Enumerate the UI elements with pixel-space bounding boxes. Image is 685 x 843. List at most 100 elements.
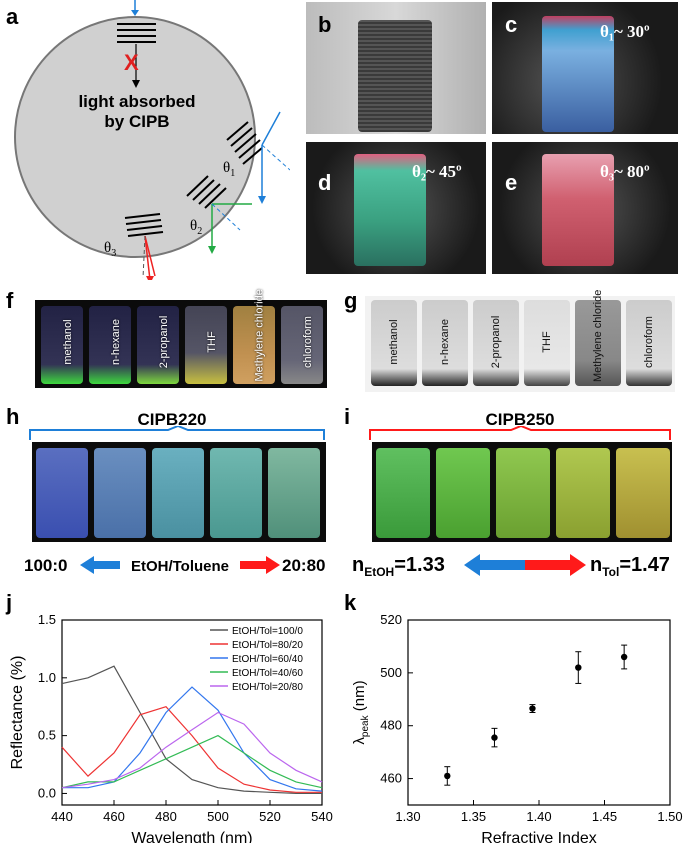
vial-f-2 (89, 306, 131, 384)
vial-f-5 (233, 306, 275, 384)
solvent-f-2: n-hexane (110, 319, 122, 365)
ratio-middle: EtOH/Toluene (130, 558, 230, 575)
angle-e: θ₃~ 80º (600, 162, 650, 181)
solvent-g-3: 2-propanol (490, 315, 502, 369)
x-tick-label-j: 460 (103, 809, 125, 824)
solvent-g-4: THF (541, 331, 553, 353)
panel-label-j: j (6, 590, 13, 615)
x-tick-label-k: 1.50 (657, 809, 682, 824)
vial-b (358, 20, 432, 132)
angle-d: θ₂~ 45º (412, 162, 462, 181)
x-tick-label-j: 520 (259, 809, 281, 824)
vial-i-4 (556, 448, 610, 538)
theta3-label: θ3 (104, 240, 117, 259)
ratio-right: 20:80 (282, 556, 326, 575)
solvent-g-5: Methylene chloride (592, 289, 604, 382)
solvent-g-1: methanol (388, 319, 400, 365)
solvent-f-1: methanol (62, 319, 74, 365)
absorbed-text-line2: by CIPB (104, 112, 170, 131)
absorbed-text-line1: light absorbed (78, 92, 196, 111)
plot-frame-j (61, 619, 323, 806)
panel-label-c: c (505, 12, 518, 37)
arrow-double (464, 554, 586, 576)
data-point-k (529, 705, 536, 712)
vial-c (542, 16, 614, 132)
photo-h (32, 442, 326, 542)
vial-d (354, 154, 426, 266)
vial-e (542, 154, 614, 266)
solvent-f-6: chloroform (302, 316, 314, 368)
vial-h-3 (152, 448, 204, 538)
vial-i-3 (496, 448, 550, 538)
vial-f-1 (41, 306, 83, 384)
vial-g-4 (524, 300, 570, 386)
bracket-i (369, 426, 671, 440)
photo-i (372, 442, 672, 542)
panel-label-h: h (6, 404, 20, 429)
legend-label-j: EtOH/Tol=80/20 (232, 640, 303, 651)
solvent-g-6: chloroform (643, 316, 655, 368)
y-tick-label-k: 480 (380, 718, 402, 733)
arrow-right-red (240, 556, 280, 574)
series-line-j (61, 665, 322, 794)
vial-h-1 (36, 448, 88, 538)
solvent-f-5: Methylene chloride (253, 289, 266, 382)
panel-label-f: f (6, 288, 14, 313)
y-tick-label-j: 1.0 (38, 670, 56, 685)
data-point-k (575, 664, 582, 671)
panel-label-b: b (318, 12, 332, 37)
n-etoh-label: nEtOH=1.33 (352, 554, 445, 579)
x-tick-label-j: 480 (155, 809, 177, 824)
theta2-label: θ2 (190, 218, 203, 237)
x-tick-label-j: 540 (311, 809, 333, 824)
vial-g-2 (422, 300, 468, 386)
vial-f-6 (281, 306, 323, 384)
theta1-label: θ1 (223, 160, 236, 179)
y-tick-label-k: 520 (380, 612, 402, 627)
data-point-k (491, 734, 498, 741)
data-point-k (444, 772, 451, 780)
angle-c: θ₁~ 30º (600, 22, 650, 41)
photo-e (492, 142, 678, 274)
n-tol-label: nTol=1.47 (590, 554, 670, 579)
y-tick-label-j: 0.0 (38, 785, 56, 800)
x-tick-label-k: 1.45 (592, 809, 617, 824)
vial-f-4 (185, 306, 227, 384)
x-tick-label-j: 440 (51, 809, 73, 824)
photo-g (365, 296, 675, 392)
vial-g-6 (626, 300, 672, 386)
legend-label-j: EtOH/Tol=60/40 (232, 654, 303, 665)
vial-h-4 (210, 448, 262, 538)
panel-label-i: i (344, 404, 351, 429)
vial-f-3 (137, 306, 179, 384)
x-tick-label-k: 1.30 (395, 809, 420, 824)
y-axis-label-k: λpeak (nm) (351, 680, 371, 744)
y-tick-label-k: 500 (380, 665, 402, 680)
arrow-left-blue (80, 556, 120, 574)
vial-i-1 (376, 448, 430, 538)
series-line-j (61, 706, 322, 793)
solvent-f-3: 2-propanol (158, 315, 170, 369)
data-point-k (620, 653, 628, 661)
x-axis-label-k: Refractive Index (481, 830, 597, 843)
panel-label-g: g (344, 288, 358, 313)
vial-h-2 (94, 448, 146, 538)
photo-f (35, 300, 327, 388)
panel-label-k: k (344, 590, 357, 615)
x-tick-label-j: 500 (207, 809, 229, 824)
vial-g-3 (473, 300, 519, 386)
vial-i-2 (436, 448, 490, 538)
panel-label-e: e (505, 170, 518, 195)
photo-d (306, 142, 486, 274)
photo-b (306, 2, 486, 134)
vial-g-1 (371, 300, 417, 386)
legend-label-j: EtOH/Tol=20/80 (232, 682, 303, 693)
series-line-j (61, 711, 323, 789)
ratio-left: 100:0 (24, 556, 68, 575)
panel-a-diagram (14, 0, 290, 280)
x-tick-label-k: 1.40 (526, 809, 551, 824)
solvent-g-2: n-hexane (439, 319, 451, 365)
series-line-j (62, 686, 323, 792)
